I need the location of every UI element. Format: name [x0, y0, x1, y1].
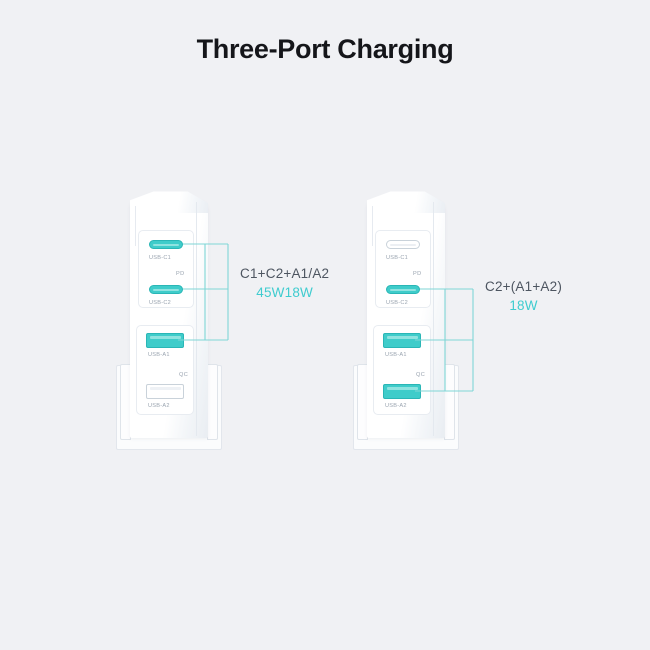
charger-side-seam: [367, 206, 373, 246]
port-usb-c1[interactable]: [149, 240, 183, 249]
callout-left: C1+C2+A1/A2 45W18W: [240, 266, 329, 300]
port-usb-a1[interactable]: [146, 333, 184, 348]
tech-label-pd: PD: [176, 271, 185, 277]
usb-c-port-group: [375, 230, 431, 308]
port-label-usb-c1: USB-C1: [149, 255, 172, 261]
charger-side-seam: [130, 206, 136, 246]
port-usb-c2[interactable]: [149, 285, 183, 294]
port-label-usb-c2: USB-C2: [386, 300, 409, 306]
tech-label-qc: QC: [416, 372, 426, 378]
port-label-usb-a1: USB-A1: [385, 352, 407, 358]
charger-stand-leg-right: [444, 364, 455, 440]
callout-left-watts: 45W18W: [256, 285, 313, 300]
port-label-usb-c1: USB-C1: [386, 255, 409, 261]
charger-right: USB-C1 USB-C2 USB-A1 USB-A2 PD QC: [345, 191, 467, 450]
port-label-usb-a2: USB-A2: [385, 403, 407, 409]
port-usb-a2[interactable]: [146, 384, 184, 399]
callout-right-watts: 18W: [509, 298, 538, 313]
port-usb-c2[interactable]: [386, 285, 420, 294]
port-label-usb-a1: USB-A1: [148, 352, 170, 358]
charger-stand-leg-right: [207, 364, 218, 440]
callout-left-combo: C1+C2+A1/A2: [240, 266, 330, 281]
charger-body-top: [367, 191, 445, 213]
charger-edge-seam: [196, 202, 197, 436]
tech-label-pd: PD: [413, 271, 422, 277]
port-label-usb-a2: USB-A2: [148, 403, 170, 409]
charger-edge-seam: [433, 202, 434, 436]
callout-right: C2+(A1+A2) 18W: [485, 279, 562, 313]
charger-left: USB-C1 USB-C2 USB-A1 USB-A2 PD QC: [108, 191, 230, 450]
callout-right-combo: C2+(A1+A2): [485, 279, 563, 294]
port-label-usb-c2: USB-C2: [149, 300, 172, 306]
charger-body-top: [130, 191, 208, 213]
port-usb-c1[interactable]: [386, 240, 420, 249]
port-usb-a2[interactable]: [383, 384, 421, 399]
tech-label-qc: QC: [179, 372, 189, 378]
port-usb-a1[interactable]: [383, 333, 421, 348]
page-title: Three-Port Charging: [196, 34, 454, 64]
